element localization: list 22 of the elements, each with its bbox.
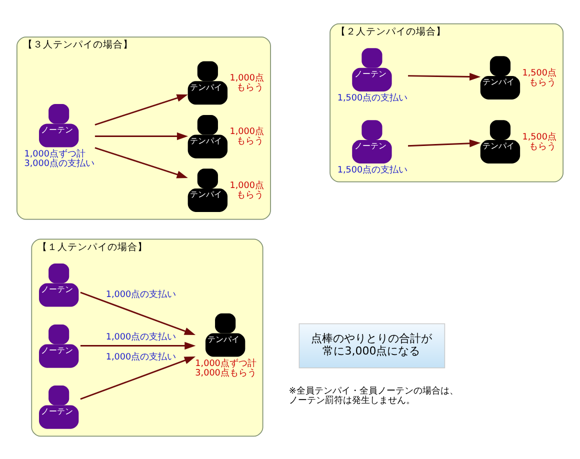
arrow [80, 291, 196, 335]
node-label: 1,000点もらう [230, 72, 264, 93]
node-label: 1,500点もらう [522, 68, 557, 88]
arrow [408, 72, 481, 80]
arrow [94, 132, 188, 140]
node-label: 1,000点ずつ計3,000点もらう [195, 358, 256, 378]
label: ※全員テンパイ・全員ノーテンの場合は、ノーテン罰符は発生しません。 [288, 386, 458, 406]
node-label: 1,000点もらう [230, 180, 264, 200]
edge-label: 1,000点の支払い [106, 352, 176, 362]
edge-label: 1,000点の支払い [106, 289, 176, 300]
node-box: 点棒のやりとりの合計が常に3,000点になる [298, 322, 446, 368]
arrow [408, 139, 481, 147]
edge-label: 1,000点の支払い [106, 332, 176, 342]
arrow [94, 146, 188, 178]
node-label: 1,500点もらう [522, 132, 557, 152]
node-label: 1,000点ずつ計3,000点の支払い [24, 149, 95, 169]
arrow [94, 94, 188, 125]
node-label: 1,500点の支払い [337, 93, 408, 104]
arrow [80, 356, 196, 400]
node-label: 1,500点の支払い [337, 165, 408, 176]
node-label: 1,000点もらう [230, 126, 264, 146]
arrow [80, 341, 196, 350]
